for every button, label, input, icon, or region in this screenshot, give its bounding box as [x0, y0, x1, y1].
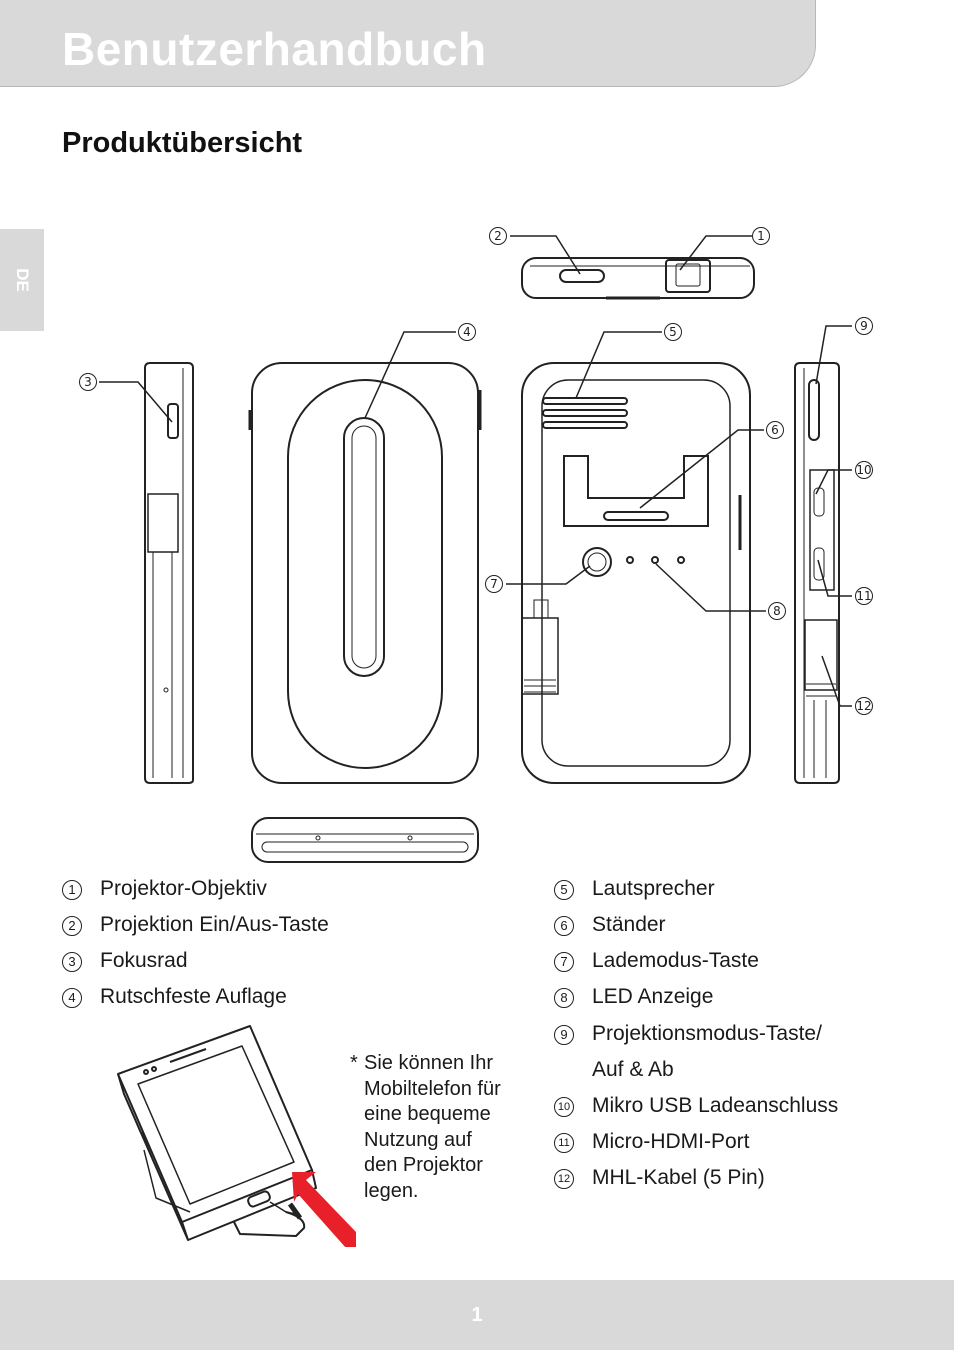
svg-text:5: 5 — [669, 325, 677, 339]
legend-number: 5 — [554, 880, 574, 900]
legend-label: Projektor-Objektiv — [100, 877, 267, 900]
back-view — [248, 362, 482, 784]
callout-11: 11 — [855, 587, 873, 605]
leader-lines — [99, 235, 852, 707]
legend-label: MHL-Kabel (5 Pin) — [592, 1166, 765, 1189]
legend-label: Projektionsmodus-Taste/ — [592, 1022, 822, 1045]
note-line: Mobiltelefon für — [364, 1077, 501, 1100]
callout-10: 10 — [855, 461, 873, 479]
section-title: Produktübersicht — [62, 127, 303, 159]
legend-label: Mikro USB Ladeanschluss — [592, 1094, 839, 1117]
callout-8: 8 — [768, 602, 786, 620]
legend-number: 4 — [62, 988, 82, 1008]
note-line: den Projektor — [364, 1154, 483, 1176]
red-arrow-icon — [292, 1172, 356, 1247]
legend-number: 10 — [554, 1097, 574, 1117]
svg-text:3: 3 — [84, 375, 92, 389]
callout-2: 2 — [489, 227, 507, 245]
legend-label: Fokusrad — [100, 949, 188, 972]
callout-3: 3 — [79, 373, 97, 391]
svg-text:1: 1 — [757, 229, 765, 243]
callout-12: 12 — [855, 697, 873, 715]
note-line: legen. — [364, 1179, 419, 1202]
callout-markers: 1 2 3 4 5 6 7 8 — [79, 227, 873, 715]
legend-number: 9 — [554, 1025, 574, 1045]
callout-4: 4 — [458, 323, 476, 341]
left-side-view — [144, 362, 194, 784]
footer: 1 — [0, 1280, 954, 1350]
product-diagram: 1 2 3 4 5 6 7 8 — [79, 227, 873, 863]
legend-label: Rutschfeste Auflage — [100, 985, 287, 1008]
legend-number: 12 — [554, 1169, 574, 1189]
callout-1: 1 — [752, 227, 770, 245]
callout-9: 9 — [855, 317, 873, 335]
svg-text:2: 2 — [494, 229, 502, 243]
legend-label: Projektion Ein/Aus-Taste — [100, 913, 329, 936]
legend-number: 1 — [62, 880, 82, 900]
legend-label: Micro-HDMI-Port — [592, 1130, 750, 1153]
legend-number: 7 — [554, 952, 574, 972]
note-line: Sie können Ihr — [364, 1052, 493, 1074]
document-title: Benutzerhandbuch — [62, 23, 487, 75]
note-text: Sie können Ihr Mobiltelefon für eine beq… — [364, 1051, 534, 1204]
language-tab: DE — [0, 229, 44, 331]
legend-number: 11 — [554, 1133, 574, 1153]
legend-label: Lademodus-Taste — [592, 949, 759, 972]
note-marker: * — [350, 1052, 358, 1074]
note-line: eine bequeme — [364, 1103, 491, 1125]
legend-label: Lautsprecher — [592, 877, 715, 900]
svg-text:7: 7 — [490, 577, 498, 591]
legend-number: 8 — [554, 988, 574, 1008]
legend-label: Auf & Ab — [592, 1058, 674, 1081]
svg-text:8: 8 — [773, 604, 781, 618]
callout-6: 6 — [766, 421, 784, 439]
bottom-view — [251, 817, 479, 863]
top-view — [521, 257, 755, 300]
page-number: 1 — [471, 1304, 483, 1326]
svg-text:6: 6 — [771, 423, 779, 437]
legend-number: 2 — [62, 916, 82, 936]
legend-label: LED Anzeige — [592, 985, 714, 1008]
note-line: Nutzung auf — [364, 1128, 472, 1151]
right-side-view — [794, 362, 840, 784]
svg-text:9: 9 — [860, 319, 868, 333]
callout-7: 7 — [485, 575, 503, 593]
callout-5: 5 — [664, 323, 682, 341]
legend-number: 6 — [554, 916, 574, 936]
svg-text:10: 10 — [856, 463, 871, 477]
front-view — [521, 362, 751, 784]
legend-label: Ständer — [592, 913, 666, 936]
svg-text:12: 12 — [856, 699, 871, 713]
header-tab: Benutzerhandbuch — [0, 0, 816, 87]
phone-on-projector-illustration — [117, 1025, 356, 1247]
legend-number: 3 — [62, 952, 82, 972]
svg-text:11: 11 — [856, 589, 871, 603]
svg-text:4: 4 — [463, 325, 471, 339]
